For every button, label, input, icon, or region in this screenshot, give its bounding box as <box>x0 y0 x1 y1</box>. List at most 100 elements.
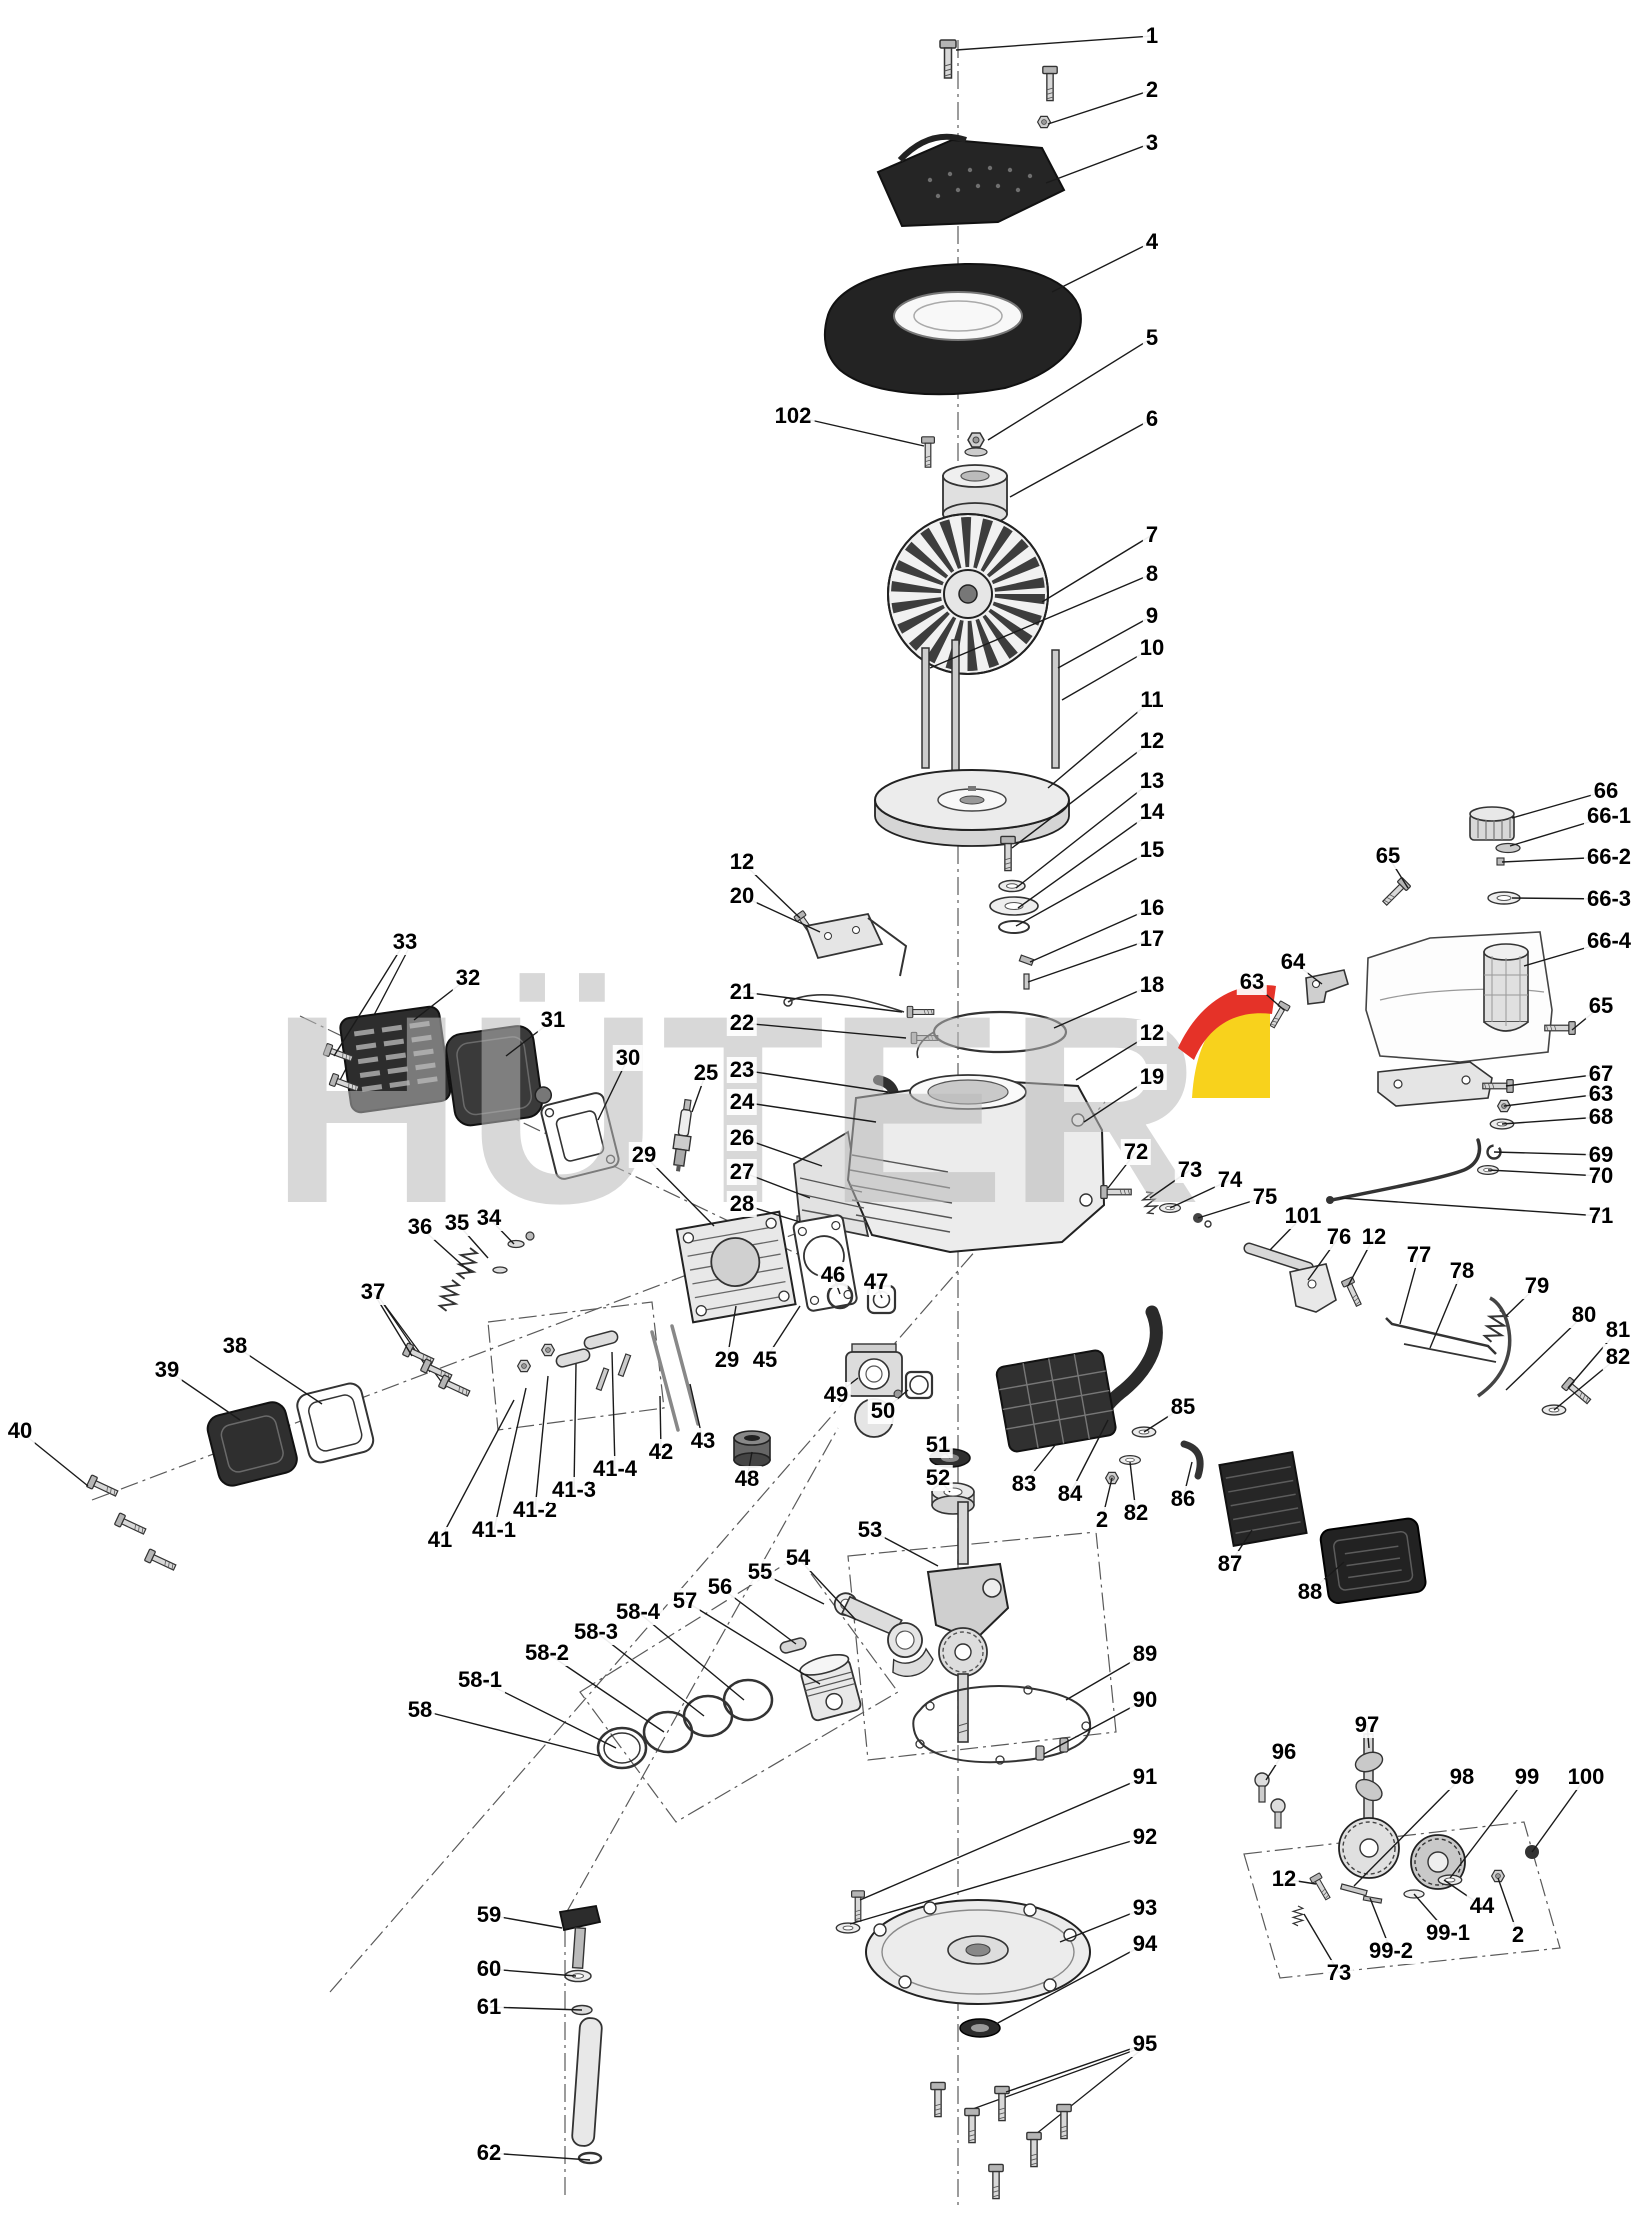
part-label-2: 2 <box>1092 1507 1112 1533</box>
intake-spacer <box>733 1430 771 1468</box>
brand-logo-yellow-icon <box>1192 994 1270 1098</box>
part-label-45: 45 <box>749 1347 781 1373</box>
carburetor <box>845 1343 903 1438</box>
part-label-76: 76 <box>1323 1224 1355 1250</box>
push-rods <box>650 1324 700 1432</box>
part-label-18: 18 <box>1136 972 1168 998</box>
part-label-11: 11 <box>1137 687 1167 713</box>
flange-nut <box>964 432 988 457</box>
part-label-24: 24 <box>726 1089 758 1115</box>
part-label-65: 65 <box>1372 843 1404 869</box>
part-label-65: 65 <box>1585 993 1617 1019</box>
part-label-23: 23 <box>726 1057 758 1083</box>
part-label-82: 82 <box>1602 1344 1634 1370</box>
dowel-pins <box>1035 1737 1069 1761</box>
part-label-12: 12 <box>1268 1866 1300 1892</box>
part-label-87: 87 <box>1214 1551 1246 1577</box>
part-label-67: 67 <box>1585 1061 1617 1087</box>
part-label-77: 77 <box>1403 1242 1435 1268</box>
cylinder-studs <box>921 639 1060 776</box>
part-label-62: 62 <box>473 2140 505 2166</box>
part-label-4: 4 <box>1142 229 1162 255</box>
fuel-tank <box>1365 931 1553 1063</box>
part-label-14: 14 <box>1136 799 1168 825</box>
part-label-99-1: 99-1 <box>1422 1920 1474 1946</box>
part-label-66-1: 66-1 <box>1583 803 1635 829</box>
part-label-8: 8 <box>1142 561 1162 587</box>
rocker-arms <box>516 1330 632 1392</box>
part-label-47: 47 <box>860 1269 892 1295</box>
part-label-41-1: 41-1 <box>468 1517 520 1543</box>
part-label-92: 92 <box>1129 1824 1161 1850</box>
part-label-29: 29 <box>628 1142 660 1168</box>
part-label-2: 2 <box>1142 77 1162 103</box>
part-label-9: 9 <box>1142 603 1162 629</box>
part-label-75: 75 <box>1249 1184 1281 1210</box>
part-label-54: 54 <box>782 1545 814 1571</box>
part-label-12: 12 <box>1358 1224 1390 1250</box>
cylinder-block <box>793 1074 1106 1254</box>
part-label-58-2: 58-2 <box>521 1640 573 1666</box>
part-label-7: 7 <box>1142 522 1162 548</box>
muffler-cover <box>339 1005 452 1114</box>
part-label-101: 101 <box>1281 1203 1325 1229</box>
muffler <box>445 1025 553 1127</box>
brand-logo-red-icon <box>1178 984 1276 1060</box>
part-label-94: 94 <box>1129 1931 1161 1957</box>
air-cleaner-base <box>995 1349 1117 1453</box>
part-label-69: 69 <box>1585 1142 1617 1168</box>
part-label-88: 88 <box>1294 1579 1326 1605</box>
part-label-33: 33 <box>389 929 421 955</box>
part-label-3: 3 <box>1142 130 1162 156</box>
part-label-58-3: 58-3 <box>570 1619 622 1645</box>
part-label-66-4: 66-4 <box>1583 928 1635 954</box>
part-label-95: 95 <box>1129 2031 1161 2057</box>
part-label-43: 43 <box>687 1428 719 1454</box>
air-filter-element <box>1218 1451 1308 1547</box>
part-label-56: 56 <box>704 1574 736 1600</box>
part-label-58: 58 <box>404 1697 436 1723</box>
part-label-12: 12 <box>1136 1020 1168 1046</box>
mount-bracket <box>1377 1061 1515 1176</box>
part-label-80: 80 <box>1568 1302 1600 1328</box>
pan-bolts <box>930 2081 1072 2200</box>
part-label-50: 50 <box>867 1398 899 1424</box>
cover-bolts <box>85 1474 178 1574</box>
cover-bolt <box>939 39 1058 129</box>
piston <box>799 1654 862 1722</box>
part-label-63: 63 <box>1236 969 1268 995</box>
flywheel-fan <box>887 513 1049 675</box>
intake-tube <box>1087 1305 1163 1439</box>
part-label-46: 46 <box>817 1262 849 1288</box>
part-label-44: 44 <box>1466 1893 1498 1919</box>
part-label-22: 22 <box>726 1010 758 1036</box>
part-label-58-4: 58-4 <box>612 1599 664 1625</box>
flywheel <box>874 769 1070 847</box>
spark-plug <box>672 1098 692 1172</box>
flywheel-hardware <box>989 835 1039 990</box>
rocker-group-box <box>487 1301 665 1431</box>
part-label-12: 12 <box>1136 728 1168 754</box>
tappets <box>1254 1772 1286 1829</box>
seal-collar-52 <box>931 1482 975 1515</box>
part-label-5: 5 <box>1142 325 1162 351</box>
part-label-60: 60 <box>473 1956 505 1982</box>
fuel-cap <box>1469 806 1521 905</box>
part-label-59: 59 <box>473 1902 505 1928</box>
oil-pan <box>865 1899 1091 2005</box>
part-label-51: 51 <box>922 1432 954 1458</box>
part-label-74: 74 <box>1214 1167 1246 1193</box>
part-label-32: 32 <box>452 965 484 991</box>
part-label-10: 10 <box>1136 635 1168 661</box>
piston-group-box <box>579 1555 899 1823</box>
oil-seal-51 <box>929 1448 971 1468</box>
piston-pin <box>779 1637 807 1654</box>
part-label-13: 13 <box>1136 768 1168 794</box>
dipstick <box>558 1904 603 2165</box>
part-label-42: 42 <box>645 1439 677 1465</box>
connecting-rod <box>833 1592 934 1677</box>
part-label-41-3: 41-3 <box>548 1477 600 1503</box>
